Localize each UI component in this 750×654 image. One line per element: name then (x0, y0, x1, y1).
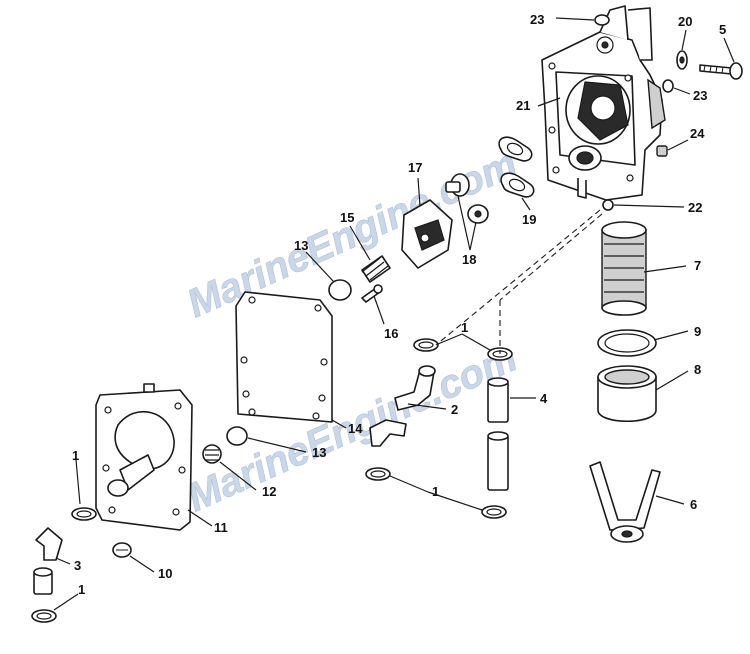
callout-12: 12 (262, 484, 276, 499)
screw-5 (699, 62, 743, 80)
clamp-1-e (71, 507, 97, 521)
callout-22: 22 (688, 200, 702, 215)
callout-15: 15 (340, 210, 354, 225)
callout-16: 16 (384, 326, 398, 341)
callout-7: 7 (694, 258, 701, 273)
assembly-line-b (499, 213, 603, 301)
callout-11: 11 (214, 520, 228, 535)
callout-1-c: 1 (72, 448, 79, 463)
callout-6: 6 (690, 497, 697, 512)
callout-13-upper: 13 (294, 238, 308, 253)
nut-23-top (594, 14, 610, 26)
callout-1-a: 1 (461, 320, 468, 335)
assembly-line-a (435, 209, 601, 346)
callout-17: 17 (408, 160, 422, 175)
diaphragm-14 (235, 291, 333, 423)
callout-3: 3 (74, 558, 81, 573)
watermark-upper: MarineEngine.com (181, 141, 524, 326)
callout-9: 9 (694, 324, 701, 339)
spring-12 (202, 444, 222, 464)
callout-24: 24 (690, 126, 705, 141)
callout-5: 5 (719, 22, 726, 37)
screw-16 (361, 284, 383, 303)
lever-17 (401, 199, 453, 269)
bowl-8 (597, 365, 657, 423)
screw-10 (112, 542, 132, 558)
plug-24 (656, 145, 668, 157)
ring-23-side (662, 79, 674, 93)
callout-18: 18 (462, 252, 476, 267)
hose-3 (33, 527, 63, 595)
callout-1-b: 1 (432, 484, 439, 499)
needle-seat-18 (445, 173, 489, 224)
clamp-1-f (31, 609, 57, 623)
clamp-1-c (365, 467, 391, 481)
retainer-6 (589, 461, 661, 543)
callout-14: 14 (348, 421, 363, 436)
cover-11 (95, 383, 193, 531)
spring-15 (361, 255, 391, 283)
callout-10: 10 (158, 566, 172, 581)
gaskets-19 (498, 136, 535, 198)
callout-19: 19 (522, 212, 536, 227)
button-13-upper (328, 279, 352, 301)
hose-4 (487, 377, 509, 491)
gasket-9 (597, 329, 657, 357)
ball-22 (602, 199, 614, 211)
callout-13-lower: 13 (312, 445, 326, 460)
callout-1-d: 1 (78, 582, 85, 597)
callout-23-side: 23 (693, 88, 707, 103)
filter-screen-7 (601, 221, 647, 316)
callout-4: 4 (540, 391, 548, 406)
carburetor-body-21 (541, 5, 666, 201)
callout-23-top: 23 (530, 12, 544, 27)
button-13-lower (226, 426, 248, 446)
callout-20: 20 (678, 14, 692, 29)
callout-2: 2 (451, 402, 458, 417)
hose-2 (369, 365, 436, 447)
callout-8: 8 (694, 362, 701, 377)
clamp-1-a (413, 338, 439, 352)
clamp-1-d (481, 505, 507, 519)
leader-lines (53, 17, 735, 611)
callout-21: 21 (516, 98, 530, 113)
